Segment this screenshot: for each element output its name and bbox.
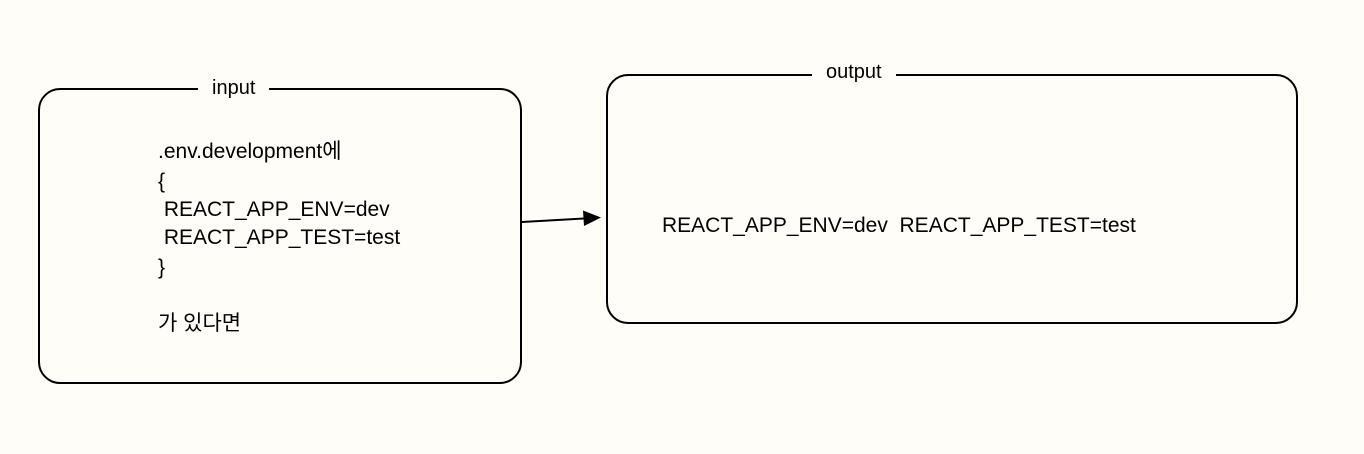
flow-arrow-head xyxy=(583,210,601,226)
input-line-env-file: .env.development에 xyxy=(158,140,342,163)
input-line-react-app-env: REACT_APP_ENV=dev xyxy=(158,198,390,221)
output-text: REACT_APP_ENV=dev REACT_APP_TEST=test xyxy=(662,214,1136,237)
input-box: input .env.development에 { REACT_APP_ENV=… xyxy=(38,76,522,384)
output-box-title: output xyxy=(812,60,896,84)
output-box: output REACT_APP_ENV=dev REACT_APP_TEST=… xyxy=(606,60,1298,324)
input-line-react-app-test: REACT_APP_TEST=test xyxy=(158,226,401,249)
input-box-title: input xyxy=(198,76,270,100)
input-line-open-brace: { xyxy=(158,170,166,193)
input-line-condition: 가 있다면 xyxy=(158,312,242,335)
flow-arrow-line xyxy=(521,217,585,223)
input-line-close-brace: } xyxy=(158,256,166,279)
